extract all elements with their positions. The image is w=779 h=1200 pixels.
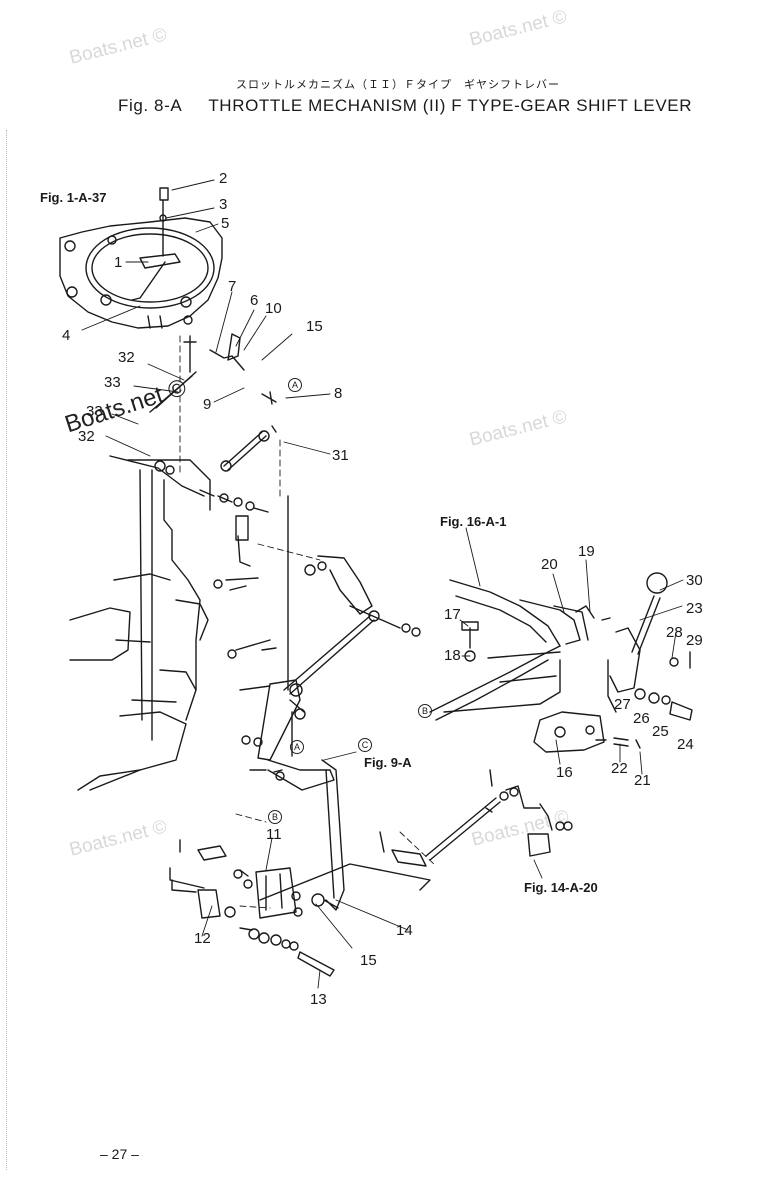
ref-fig-1-a-37: Fig. 1-A-37 — [40, 190, 107, 205]
part-label: 20 — [541, 556, 558, 573]
part-label: 32 — [118, 349, 135, 366]
part-label: 33 — [104, 374, 121, 391]
marker-a: A — [290, 740, 304, 754]
gear-shift-assembly — [429, 572, 693, 753]
part-label: 22 — [611, 760, 628, 777]
marker-c: C — [358, 738, 372, 752]
housing — [69, 455, 211, 791]
scan-margin-line — [6, 130, 8, 1170]
part-label: 3 — [219, 196, 228, 213]
leader-lines — [81, 179, 684, 989]
part-label: 26 — [633, 710, 650, 727]
part-label: 6 — [250, 292, 259, 309]
part-label: 31 — [332, 447, 349, 464]
part-label: 21 — [634, 772, 651, 789]
part-label: 16 — [556, 764, 573, 781]
part-label: 24 — [677, 736, 694, 753]
page-title: Fig. 8-A THROTTLE MECHANISM (II) F TYPE-G… — [118, 96, 692, 116]
part-label: 32 — [78, 428, 95, 445]
part-label: 17 — [444, 606, 461, 623]
mount-plate — [59, 217, 223, 329]
part-label: 10 — [265, 300, 282, 317]
marker-b: B — [418, 704, 432, 718]
figure-title: THROTTLE MECHANISM (II) F TYPE-GEAR SHIF… — [208, 96, 693, 115]
page-number: – 27 – — [100, 1146, 139, 1162]
part-label: 15 — [360, 952, 377, 969]
part-label: 15 — [306, 318, 323, 335]
part-label: 14 — [396, 922, 413, 939]
ref-fig-16-a-1: Fig. 16-A-1 — [440, 514, 507, 529]
part-label: 12 — [194, 930, 211, 947]
part-label: 27 — [614, 696, 631, 713]
japanese-title: スロットルメカニズム（ＩＩ）Ｆタイプ ギヤシフトレバー — [236, 79, 560, 91]
part-label: 7 — [228, 278, 237, 295]
figure-label: Fig. 8-A — [118, 96, 183, 115]
part-label: 30 — [686, 572, 703, 589]
part-label: 33 — [86, 403, 103, 420]
part-label: 9 — [203, 396, 212, 413]
part-label: 19 — [578, 543, 595, 560]
ref-fig-14-a-20: Fig. 14-A-20 — [524, 880, 598, 895]
hardware — [154, 460, 277, 747]
part-label: 4 — [62, 327, 71, 344]
part-label: 2 — [219, 170, 228, 187]
part-label: 13 — [310, 991, 327, 1008]
part-label: 8 — [334, 385, 343, 402]
part-label: 23 — [686, 600, 703, 617]
part-label: 25 — [652, 723, 669, 740]
part-label: 28 — [666, 624, 683, 641]
part-label: 1 — [114, 254, 123, 271]
marker-a: A — [288, 378, 302, 392]
marker-b: B — [268, 810, 282, 824]
ref-fig-9-a: Fig. 9-A — [364, 755, 412, 770]
part-label: 11 — [266, 826, 282, 843]
part-label: 29 — [686, 632, 703, 649]
part-label: 18 — [444, 647, 461, 664]
part-label: 5 — [221, 215, 230, 232]
